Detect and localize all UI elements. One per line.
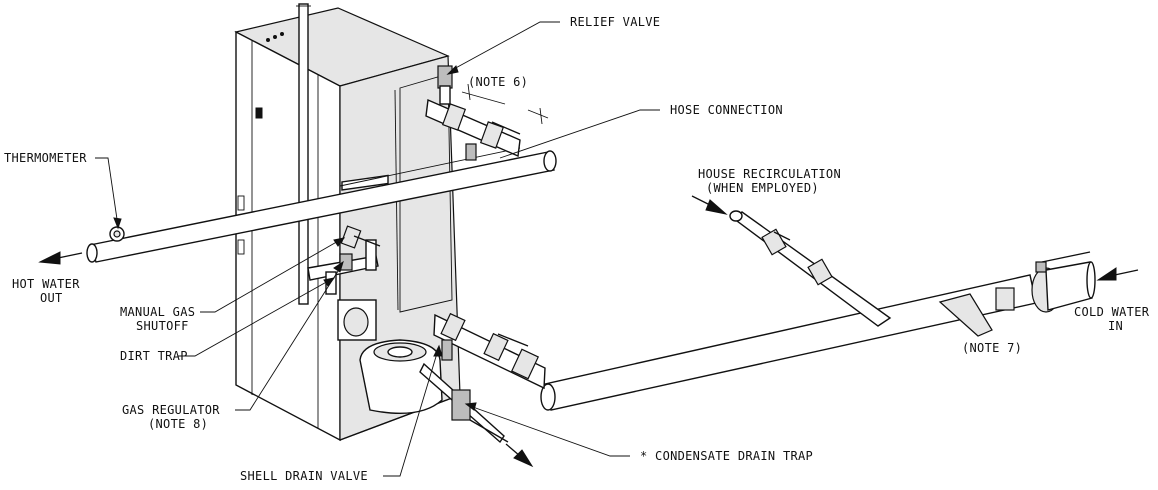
label-shutoff: SHUTOFF [136, 319, 189, 333]
label-out: OUT [40, 291, 63, 305]
label-note-8: (NOTE 8) [148, 417, 208, 431]
label-when-employed: (WHEN EMPLOYED) [706, 181, 819, 195]
callout-labels: RELIEF VALVE (NOTE 6) HOSE CONNECTION TH… [4, 15, 1150, 483]
cold-water-piping [540, 210, 1096, 411]
label-hot-water: HOT WATER [12, 277, 80, 291]
label-in: IN [1108, 319, 1123, 333]
leader-lines [95, 21, 660, 477]
label-manual-gas: MANUAL GAS [120, 305, 195, 319]
label-note-7: (NOTE 7) [962, 341, 1022, 355]
label-gas-regulator: GAS REGULATOR [122, 403, 220, 417]
label-house-recirculation: HOUSE RECIRCULATION [698, 167, 841, 181]
lower-supply-fittings [433, 312, 546, 390]
water-heater-cabinet [234, 3, 461, 442]
label-cold-water: COLD WATER [1074, 305, 1150, 319]
label-relief-valve: RELIEF VALVE [570, 15, 660, 29]
label-note-6: (NOTE 6) [468, 75, 528, 89]
hot-water-pipe [86, 147, 557, 263]
label-dirt-trap: DIRT TRAP [120, 349, 188, 363]
label-hose-connection: HOSE CONNECTION [670, 103, 783, 117]
thermometer-icon [109, 226, 125, 242]
label-condensate-drain-trap: * CONDENSATE DRAIN TRAP [640, 449, 813, 463]
label-shell-drain-valve: SHELL DRAIN VALVE [240, 469, 368, 483]
relief-valve-assembly [425, 65, 521, 161]
label-thermometer: THERMOMETER [4, 151, 87, 165]
condensate-drain-trap [359, 339, 509, 444]
flow-arrows [38, 195, 1139, 468]
